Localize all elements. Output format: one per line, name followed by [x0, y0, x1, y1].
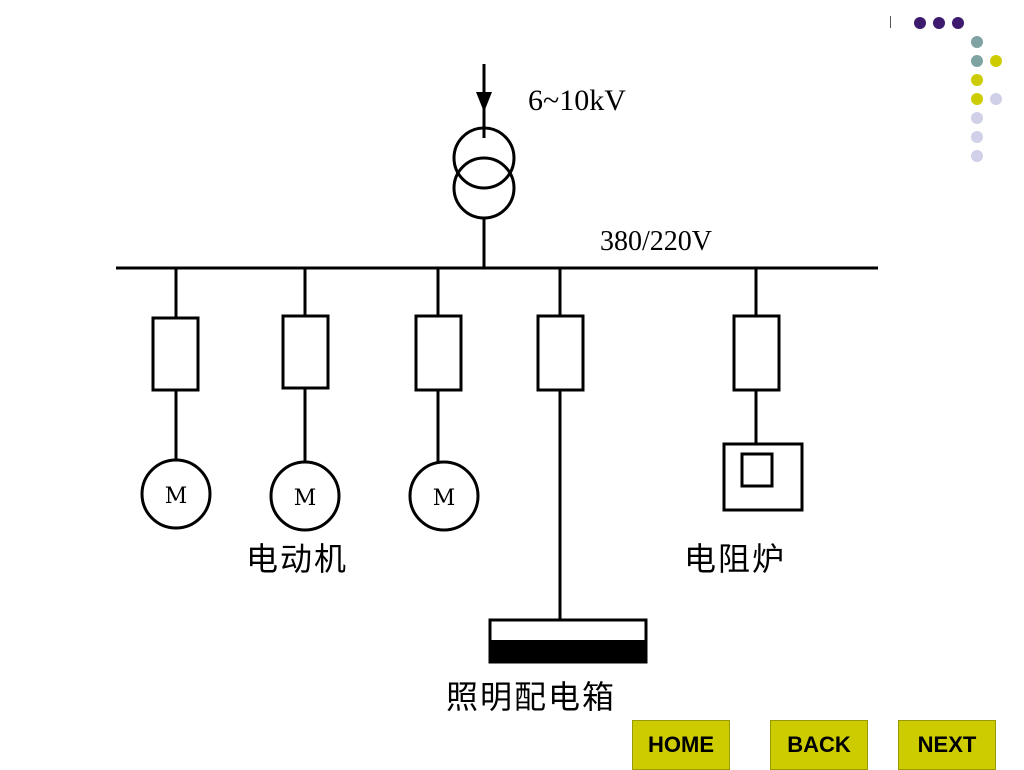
resistance-furnace-caption: 电阻炉 — [684, 541, 787, 577]
motor-symbol — [269, 460, 341, 532]
dot-yellow-1 — [990, 55, 1002, 67]
arrow-down-icon — [476, 92, 492, 112]
motor-branch-1 — [140, 268, 212, 530]
divider-tick — [890, 16, 891, 28]
transformer-symbol — [452, 126, 516, 268]
decorative-dots — [914, 17, 1002, 162]
dot-lavender-4 — [971, 150, 983, 162]
next-button[interactable]: NEXT — [898, 720, 996, 770]
motors-caption: 电动机 — [246, 541, 349, 577]
motor-label-2: M — [294, 486, 317, 511]
back-button[interactable]: BACK — [770, 720, 868, 770]
lighting-branch — [488, 268, 648, 664]
home-button[interactable]: HOME — [632, 720, 730, 770]
dot-purple-2 — [933, 17, 945, 29]
high-voltage-label: 6~10kV — [528, 84, 626, 117]
motor-label-1: M — [165, 484, 188, 509]
incoming-feeder — [476, 64, 492, 138]
fuse-symbol — [536, 314, 585, 392]
fuse-symbol — [151, 316, 200, 392]
dot-lavender-2 — [971, 112, 983, 124]
dot-teal-1 — [971, 36, 983, 48]
dot-lavender-3 — [971, 131, 983, 143]
motor-label-3: M — [433, 486, 456, 511]
fuse-symbol — [414, 314, 463, 392]
dot-purple-1 — [914, 17, 926, 29]
low-voltage-label: 380/220V — [600, 226, 712, 257]
dot-teal-2 — [971, 55, 983, 67]
dot-lavender-1 — [990, 93, 1002, 105]
motor-symbol — [140, 458, 212, 530]
lighting-box-caption: 照明配电箱 — [446, 679, 617, 715]
fuse-symbol — [732, 314, 781, 392]
motor-branch-2 — [269, 268, 341, 532]
dot-yellow-2 — [971, 74, 983, 86]
fuse-symbol — [281, 314, 330, 390]
dot-purple-3 — [952, 17, 964, 29]
motor-branch-3 — [408, 268, 480, 532]
furnace-branch — [722, 268, 804, 512]
motor-symbol — [408, 460, 480, 532]
dot-yellow-3 — [971, 93, 983, 105]
